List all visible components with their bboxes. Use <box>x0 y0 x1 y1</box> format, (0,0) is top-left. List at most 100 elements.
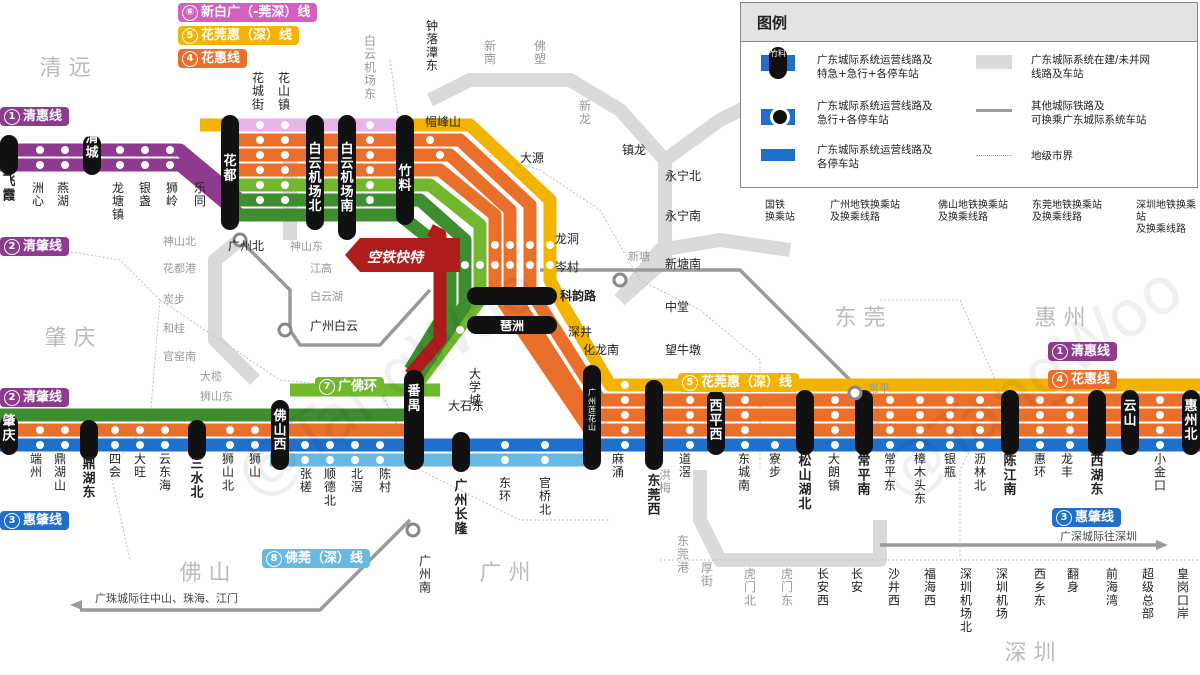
station-label: 机 <box>340 170 353 186</box>
station-label: 东 <box>426 59 438 73</box>
legend-sample-station: 竹料 <box>769 47 787 79</box>
station-label: 德 <box>324 479 336 494</box>
station-label: 海 <box>924 579 936 594</box>
region-label: 佛 山 <box>180 561 231 586</box>
station-label: 塘 <box>112 193 124 208</box>
station-label: 场 <box>340 185 353 200</box>
region-labels: 清 远肇 庆佛 山广 州东 莞惠 州深 圳广深城际往深圳广珠城际往中山、珠海、江… <box>40 56 1138 666</box>
station-panyu <box>404 370 424 470</box>
station-label: 乐 <box>194 181 206 195</box>
station-label: 永宁北 <box>665 168 701 183</box>
station-label: 东 <box>647 473 660 489</box>
station-label: 三 <box>190 457 203 472</box>
station-label: 州 <box>588 397 596 406</box>
station-label: 福 <box>924 566 936 581</box>
station-label: 佛 <box>272 408 286 424</box>
station-label: 圳 <box>960 580 972 594</box>
station-label: 广 <box>454 478 467 494</box>
legend-bottom-1: 国铁 换乘站 <box>765 200 795 223</box>
station-qingcheng <box>83 135 101 175</box>
station-label: 南 <box>419 579 431 594</box>
station-label: 燕 <box>57 181 69 195</box>
station-label: 常平 <box>868 382 890 395</box>
station-label: 岭 <box>166 194 178 208</box>
station-label: 深 <box>996 567 1008 581</box>
station-label: 门 <box>744 579 756 594</box>
station-label: 湾 <box>1106 592 1118 607</box>
major-stations[interactable] <box>0 115 1200 472</box>
station-label: 樟 <box>914 451 926 466</box>
station-label: 环 <box>1034 465 1046 479</box>
station-label: 白云湖 <box>310 289 343 303</box>
station-changlong <box>452 432 470 472</box>
station-label: 虎 <box>744 567 756 581</box>
station-label: 银 <box>944 452 956 466</box>
station-label: 北 <box>1184 428 1197 443</box>
station-label: 大源 <box>520 151 544 165</box>
station-label: 港 <box>677 560 689 574</box>
station-label: 金 <box>1154 464 1166 479</box>
station-yunshan <box>1121 390 1139 455</box>
station-label: 东 <box>914 492 926 506</box>
station-label: 东 <box>82 485 95 501</box>
station-label: 龙 <box>112 181 124 195</box>
station-label: 东 <box>364 87 376 101</box>
station-label: 城 <box>252 84 264 98</box>
station-label: 龙洞 <box>555 232 579 246</box>
station-label: 南 <box>1003 482 1016 498</box>
station-label: 槎 <box>300 479 312 494</box>
station-label: 顺 <box>324 467 336 481</box>
station-airport-south <box>338 115 356 240</box>
station-label: 头 <box>914 478 926 492</box>
station-label: 岗 <box>1177 580 1189 594</box>
station-label: 皇 <box>1177 567 1189 581</box>
station-label: 大 <box>134 452 146 466</box>
station-label: 云 <box>1123 399 1136 414</box>
station-label: 庆 <box>1 427 15 443</box>
station-label: 落 <box>426 32 438 46</box>
station-changping-south <box>855 390 873 455</box>
station-label: 街 <box>701 574 713 588</box>
station-label: 滘 <box>351 480 363 494</box>
station-label: 口 <box>1177 593 1189 607</box>
station-label: 东 <box>499 476 511 490</box>
station-label: 木 <box>914 465 926 479</box>
station-label: 南 <box>857 482 870 498</box>
station-label: 龙 <box>1061 452 1073 466</box>
station-label: 西 <box>1034 567 1046 581</box>
station-label: 北 <box>222 478 234 492</box>
legend-item-2: 广东城际系统运营线路及 急行+各停车站 <box>817 100 933 126</box>
station-foshan-west <box>271 400 289 470</box>
station-label: 北 <box>308 199 321 214</box>
station-label: 广 <box>419 554 431 568</box>
legend-bottom-5: 深圳地铁换乘站 及换乘线路 <box>1136 200 1196 235</box>
station-label: 花都港 <box>163 262 196 275</box>
station-label: 山 <box>222 465 234 479</box>
legend-item-4: 广东城际系统在建/未并网 线路及车站 <box>1031 54 1151 80</box>
station-label: 街 <box>252 97 264 111</box>
station-label: 山 <box>588 422 596 432</box>
station-label: 山 <box>273 422 286 438</box>
station-label: 新 <box>579 98 591 113</box>
station-label: 山 <box>798 467 811 483</box>
station-label: 四 <box>109 452 121 466</box>
station-label: 东 <box>1034 593 1046 607</box>
station-label: 厚 <box>701 561 713 575</box>
station-label: 丰 <box>1061 465 1073 479</box>
station-label: 银 <box>139 181 151 195</box>
legend-bottom-3: 佛山地铁换乘站 及换乘线路 <box>938 200 1008 223</box>
station-label: 门 <box>781 579 793 594</box>
station-label: 狮 <box>249 452 261 466</box>
legend-item-1: 广东城际系统运营线路及 特急+急行+各停车站 <box>817 54 933 80</box>
station-label: 长 <box>454 507 468 523</box>
station-label: 深井 <box>568 325 592 339</box>
station-chenjiang <box>1001 390 1019 455</box>
station-label: 潭 <box>426 45 438 59</box>
station-feixia <box>0 135 18 175</box>
station-label: 广州白云 <box>310 318 358 333</box>
region-label: 深 圳 <box>1005 641 1056 666</box>
